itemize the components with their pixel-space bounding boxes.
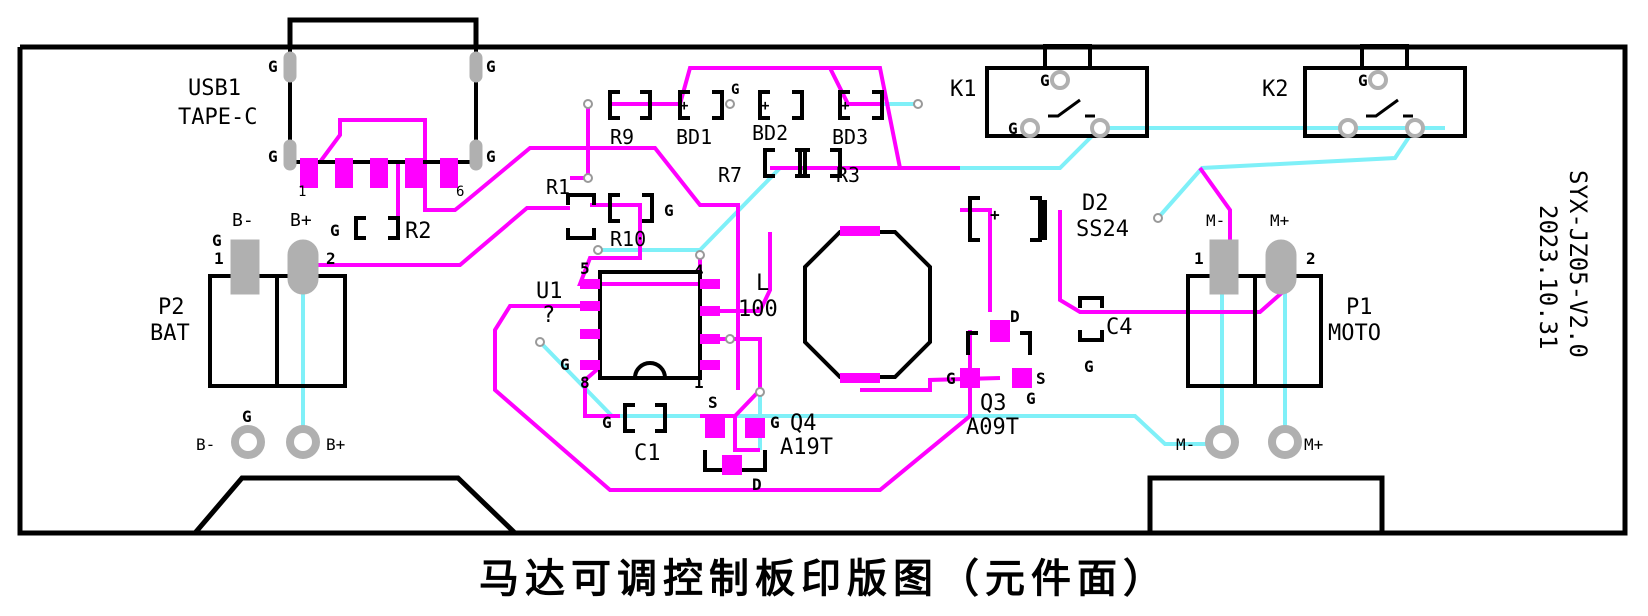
label-p1-pin1: 1 — [1194, 249, 1204, 268]
label-p2-bminus: B- — [232, 210, 254, 231]
label-r2: R2 — [405, 219, 432, 244]
label-usb-g2: G — [486, 57, 496, 76]
label-r10: R10 — [610, 227, 646, 251]
label-k1-g2: G — [1008, 119, 1018, 138]
label-usb-g3: G — [268, 147, 278, 166]
label-r9: R9 — [610, 125, 634, 149]
label-q3: Q3 — [980, 391, 1007, 416]
label-u1-value: ? — [542, 303, 555, 328]
component-outlines — [208, 44, 1467, 472]
label-u1-pin4: 4 — [694, 261, 704, 280]
label-q4-value: A19T — [780, 435, 833, 460]
label-p1-pin2: 2 — [1306, 249, 1316, 268]
label-q4-d: D — [752, 475, 762, 494]
label-d2: D2 — [1082, 191, 1109, 216]
label-bd1-plus: + — [680, 98, 688, 114]
label-bd3-plus: + — [841, 98, 849, 114]
label-bd2: BD2 — [752, 121, 788, 145]
label-u1-g: G — [560, 355, 570, 374]
label-bottom-bminus: B- — [196, 435, 215, 454]
label-u1: U1 — [536, 279, 563, 304]
label-usb-g1: G — [268, 57, 278, 76]
board-date: 2023.10.31 — [1534, 205, 1562, 350]
label-bottom-bplus: B+ — [326, 435, 345, 454]
label-c4: C4 — [1106, 315, 1133, 340]
label-p2-bplus: B+ — [290, 210, 312, 231]
label-c4-g: G — [1084, 357, 1094, 376]
label-p2-pin1: 1 — [214, 249, 224, 268]
label-p1-mplus: M+ — [1270, 211, 1289, 230]
label-r1: R1 — [546, 175, 570, 199]
label-k2-g: G — [1358, 71, 1368, 90]
label-q3-g: G — [946, 369, 956, 388]
label-u1-pin8: 8 — [580, 373, 590, 392]
label-p2-value: BAT — [150, 321, 190, 346]
label-c1-g: G — [602, 413, 612, 432]
label-bd2-g: G — [731, 82, 739, 98]
label-q3-s: S — [1036, 369, 1046, 388]
label-q3-g2: G — [1026, 389, 1036, 408]
label-q4-s: S — [708, 393, 718, 412]
label-bottom-g: G — [242, 407, 252, 426]
label-q4-g: G — [770, 413, 780, 432]
label-r7: R7 — [718, 163, 742, 187]
silkscreen-labels: USB1 TAPE-C G G G G 1 6 G R2 R9 BD1 BD2 … — [150, 57, 1592, 494]
label-p2-g: G — [212, 231, 222, 250]
diagram-caption: 马达可调控制板印版图（元件面） — [479, 555, 1169, 602]
label-usb-g4: G — [486, 147, 496, 166]
label-p1: P1 — [1346, 295, 1373, 320]
label-q4: Q4 — [790, 411, 817, 436]
label-k1: K1 — [950, 77, 977, 102]
label-bottom-mminus: M- — [1176, 435, 1195, 454]
label-p1-mminus: M- — [1206, 211, 1225, 230]
label-bd3: BD3 — [832, 125, 868, 149]
label-l: L — [756, 271, 769, 296]
label-p1-value: MOTO — [1328, 321, 1381, 346]
label-usb1: USB1 — [188, 76, 241, 101]
label-d2-value: SS24 — [1076, 217, 1129, 242]
label-usb-pin1: 1 — [298, 184, 306, 200]
board-code: SYX-JZ05-V2.0 — [1564, 170, 1592, 358]
switch-symbols — [1048, 98, 1413, 118]
label-r2-g: G — [330, 221, 340, 240]
label-p2-pin2: 2 — [326, 249, 336, 268]
label-l-value: 100 — [738, 297, 778, 322]
label-bottom-mplus: M+ — [1304, 435, 1323, 454]
label-bd1: BD1 — [676, 125, 712, 149]
label-k1-g1: G — [1040, 71, 1050, 90]
label-r10-g: G — [664, 201, 674, 220]
label-c1: C1 — [634, 441, 661, 466]
label-u1-pin1: 1 — [694, 373, 704, 392]
label-usb-pin6: 6 — [456, 184, 464, 200]
label-k2: K2 — [1262, 77, 1289, 102]
label-q3-value: A09T — [966, 415, 1019, 440]
label-d2-plus: + — [990, 205, 1000, 224]
label-p2: P2 — [158, 295, 185, 320]
label-bd2-plus: + — [761, 98, 769, 114]
label-r3: R3 — [836, 163, 860, 187]
pads — [230, 51, 1425, 475]
label-usb-value: TAPE-C — [178, 105, 257, 130]
label-u1-pin5: 5 — [580, 259, 590, 278]
label-q3-d: D — [1010, 307, 1020, 326]
